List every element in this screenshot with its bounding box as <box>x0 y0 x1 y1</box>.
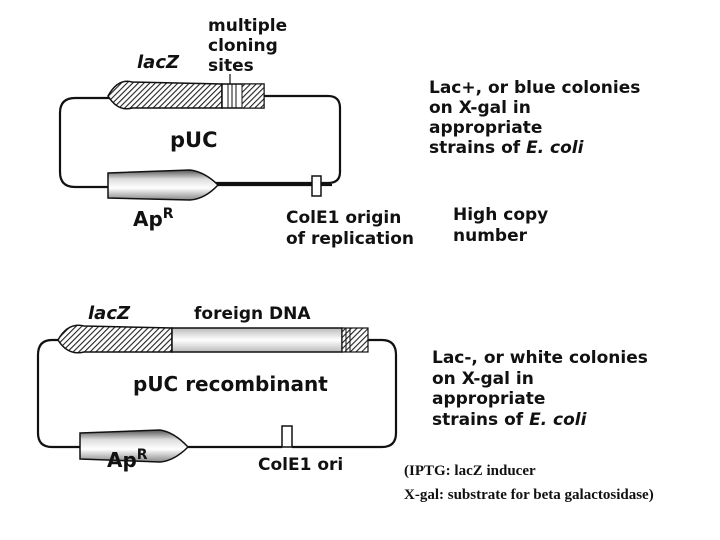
white-colonies-line-4: strains of E. coli <box>432 410 588 430</box>
blue-colonies-line-4: strains of E. coli <box>429 138 585 158</box>
blue-colonies-line-3: appropriate <box>429 118 542 138</box>
bottom-ori-box <box>281 425 293 448</box>
iptg-xgal-note: (IPTG: lacZ inducer X-gal: substrate for… <box>404 463 654 503</box>
top-lacz-label: lacZ <box>137 52 180 73</box>
top-plasmid: lacZ multiple cloning sites pUC ApR ColE… <box>58 16 640 249</box>
blue-colonies-line-2: on X-gal in <box>429 98 531 118</box>
top-mcs-label-1: multiple <box>208 16 287 36</box>
top-plasmid-name: pUC <box>170 128 218 152</box>
bottom-ampr-gene <box>79 429 190 463</box>
bottom-plasmid-name: pUC recombinant <box>133 372 328 396</box>
top-ampr-label: ApR <box>133 206 174 231</box>
top-ori-label-2: of replication <box>286 229 414 249</box>
top-ori-box <box>311 175 322 197</box>
copy-number-line-1: High copy <box>453 205 548 225</box>
top-lacz-gene <box>107 80 223 110</box>
top-mcs-label-3: sites <box>208 56 254 76</box>
copy-number-line-2: number <box>453 226 528 246</box>
blue-colonies-line-1: Lac+, or blue colonies <box>429 78 640 98</box>
bottom-lacz-gene <box>57 324 173 354</box>
bottom-plasmid-backbone <box>36 338 398 449</box>
white-colonies-line-1: Lac-, or white colonies <box>432 348 648 368</box>
note-line-1: (IPTG: lacZ inducer <box>404 463 536 479</box>
bottom-plasmid: lacZ foreign DNA pUC recombinant ApR Col… <box>36 303 648 475</box>
white-colonies-line-3: appropriate <box>432 389 545 409</box>
bottom-lacz-label: lacZ <box>88 303 131 324</box>
foreign-dna-label: foreign DNA <box>194 304 311 324</box>
bottom-ori-label: ColE1 ori <box>258 455 343 475</box>
top-ampr-gene <box>107 169 220 201</box>
white-colonies-line-2: on X-gal in <box>432 369 534 389</box>
top-ori-label-1: ColE1 origin <box>286 208 401 228</box>
note-line-2: X-gal: substrate for beta galactosidase) <box>404 487 654 503</box>
foreign-dna-insert <box>171 327 343 353</box>
bottom-ampr-label: ApR <box>107 447 148 472</box>
top-mcs-label-2: cloning <box>208 36 278 56</box>
